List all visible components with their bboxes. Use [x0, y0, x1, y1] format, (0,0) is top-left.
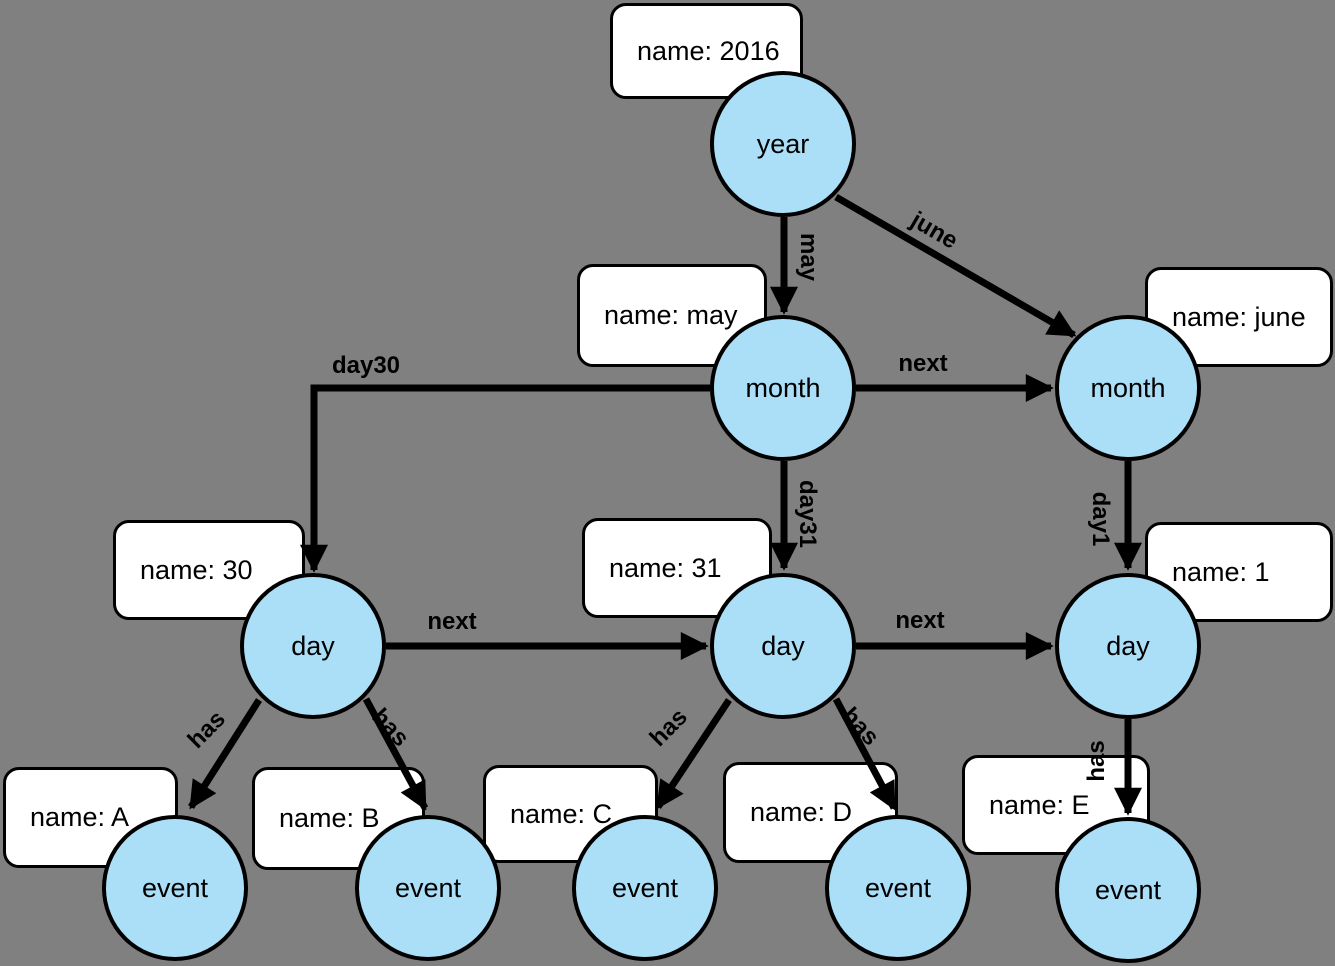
edge-day30 — [300, 384, 710, 573]
node-year: year — [710, 71, 856, 217]
node-event-b: event — [355, 815, 501, 961]
node-day-31: day — [710, 573, 856, 719]
node-label-event-b: event — [394, 872, 462, 903]
node-day-30: day — [240, 573, 386, 719]
property-box-text-eventd-name: name: D — [750, 797, 853, 827]
node-label-month-may: month — [745, 372, 821, 403]
node-month-june: month — [1055, 315, 1201, 461]
property-box-text-eventa-name: name: A — [30, 802, 130, 832]
node-day-1: day — [1055, 573, 1201, 719]
node-label-event-a: event — [141, 872, 209, 903]
property-box-text-may-name: name: may — [604, 300, 738, 330]
node-event-a: event — [102, 815, 248, 961]
property-box-text-day30-name: name: 30 — [140, 554, 253, 585]
property-box-text-june-name: name: june — [1172, 301, 1306, 332]
node-label-day-31: day — [761, 630, 805, 661]
edge-has-c — [655, 698, 732, 810]
node-label-event-e: event — [1094, 874, 1162, 905]
property-box-text-year-name: name: 2016 — [637, 35, 780, 66]
property-box-text-evente-name: name: E — [989, 789, 1090, 820]
node-label-month-june: month — [1090, 372, 1166, 403]
node-event-e: event — [1055, 817, 1201, 963]
property-box-text-eventb-name: name: B — [279, 803, 380, 833]
node-label-day-1: day — [1106, 630, 1150, 661]
property-box-text-day1-name: name: 1 — [1172, 556, 1270, 587]
edge-june — [834, 193, 1077, 339]
property-box-text-eventc-name: name: C — [510, 798, 613, 829]
property-box-text-day31-name: name: 31 — [609, 552, 722, 583]
node-label-event-d: event — [864, 872, 932, 903]
node-event-d: event — [825, 815, 971, 961]
node-label-day-30: day — [291, 630, 335, 661]
property-box-eventc-name: name: C — [483, 765, 658, 863]
edge-has-d — [832, 697, 898, 811]
node-month-may: month — [710, 315, 856, 461]
node-event-c: event — [572, 815, 718, 961]
edge-has-b — [362, 697, 429, 811]
node-label-year: year — [756, 128, 810, 159]
node-label-event-c: event — [611, 872, 679, 903]
edge-has-a — [188, 698, 262, 810]
property-box-year-name: name: 2016 — [610, 3, 803, 99]
